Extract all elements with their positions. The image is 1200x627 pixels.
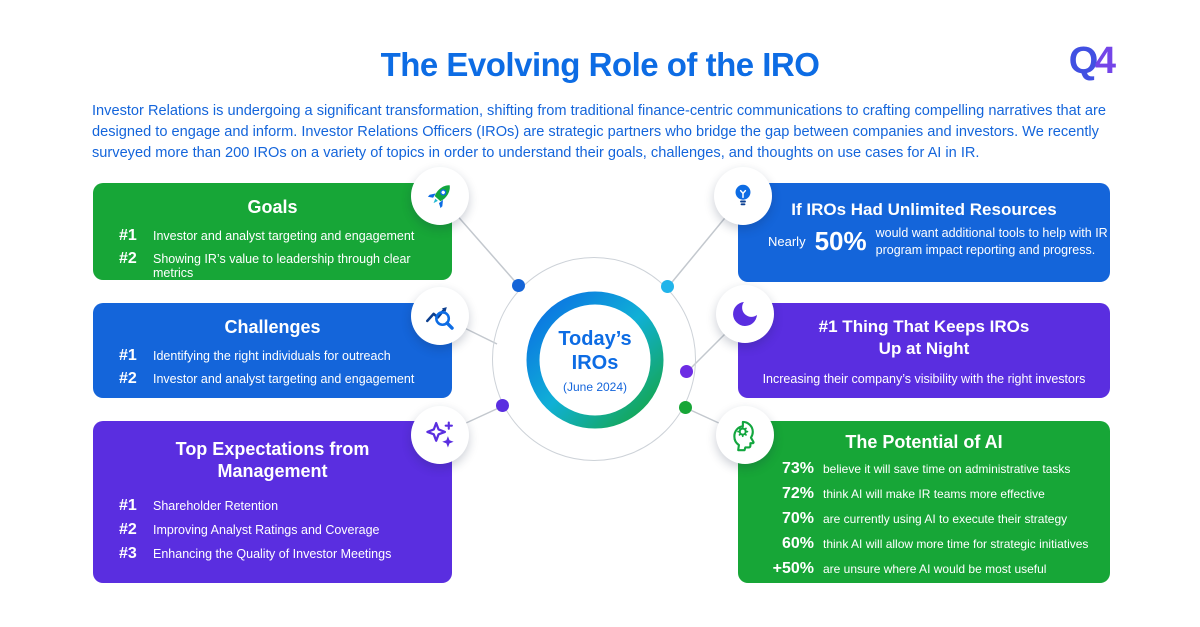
ai-stat-text: are currently using AI to execute their …	[823, 512, 1068, 526]
ai-stat: 72%	[781, 485, 814, 502]
sparkles-icon	[411, 406, 469, 464]
expectations-item: #2 Improving Analyst Ratings and Coverag…	[93, 521, 452, 539]
challenges-item-rank: #1	[119, 347, 137, 364]
expectations-item-text: Shareholder Retention	[153, 498, 279, 513]
goals-title: Goals	[247, 197, 298, 217]
card-expectations: Top Expectations from Management #1 Shar…	[93, 421, 452, 583]
resources-title: If IROs Had Unlimited Resources	[791, 200, 1057, 219]
ai-stat-row: 60% think AI will allow more time for st…	[738, 534, 1110, 554]
ai-stat: 73%	[781, 460, 814, 477]
ai-stat: 60%	[781, 535, 814, 552]
goals-item-text: Showing IR’s value to leadership through…	[153, 252, 411, 280]
ai-stat-text: believe it will save time on administrat…	[823, 462, 1071, 476]
connector-dot-night	[680, 365, 693, 378]
goals-item: #1 Investor and analyst targeting and en…	[93, 227, 452, 245]
goals-item-rank: #1	[119, 227, 137, 244]
connector-dot-ai	[679, 401, 692, 414]
center-label-line2: IROs	[571, 351, 619, 374]
resources-stat-prefix: Nearly	[768, 234, 806, 250]
center-gradient-ring	[526, 291, 664, 429]
moon-icon	[716, 285, 774, 343]
center-label-date: (June 2024)	[562, 379, 628, 394]
center-outer-circle	[492, 257, 696, 461]
resources-stat-text: would want additional tools to help with…	[875, 226, 1108, 257]
night-text: Increasing their company’s visibility wi…	[762, 372, 1086, 387]
expectations-title-line2: Management	[217, 460, 328, 481]
expectations-title-line1: Top Expectations from	[175, 439, 370, 459]
ai-stat-row: 70% are currently using AI to execute th…	[738, 509, 1110, 529]
ai-stat: 70%	[781, 510, 814, 527]
connector-dot-resources	[661, 280, 674, 293]
resources-stat-row: Nearly 50% would want additional tools t…	[738, 225, 1110, 259]
lightbulb-icon	[714, 167, 772, 225]
challenges-title: Challenges	[224, 317, 321, 337]
ai-stat-row: 72% think AI will make IR teams more eff…	[738, 484, 1110, 504]
resources-stat: 50%	[814, 226, 867, 257]
card-goals: Goals #1 Investor and analyst targeting …	[93, 183, 452, 280]
rocket-icon	[411, 167, 469, 225]
chart-magnifier-icon	[411, 287, 469, 345]
ai-stat-text: think AI will make IR teams more effecti…	[823, 487, 1045, 501]
card-challenges: Challenges #1 Identifying the right indi…	[93, 303, 452, 398]
ai-title: The Potential of AI	[845, 432, 1003, 452]
q4-logo-letter-q: Q	[1068, 40, 1098, 82]
ai-head-gear-icon	[716, 406, 774, 464]
goals-item-text: Investor and analyst targeting and engag…	[153, 229, 415, 243]
challenges-item: #2 Investor and analyst targeting and en…	[93, 370, 452, 388]
expectations-item-rank: #3	[119, 544, 137, 562]
center-label-line1: Today’s	[558, 327, 632, 350]
ai-stat-row: +50% are unsure where AI would be most u…	[738, 559, 1110, 579]
center-label: Today’s IROs (June 2024)	[515, 280, 675, 440]
page-title: The Evolving Role of the IRO	[380, 46, 820, 83]
goals-item: #2 Showing IR’s value to leadership thro…	[93, 250, 452, 280]
expectations-item-rank: #2	[119, 520, 137, 538]
challenges-item-text: Investor and analyst targeting and engag…	[153, 372, 415, 386]
q4-logo-letter-4: 4	[1094, 40, 1116, 82]
intro-paragraph: Investor Relations is undergoing a signi…	[92, 103, 1106, 161]
expectations-title: Top Expectations from Management	[93, 439, 452, 483]
night-title-line1: #1 Thing That Keeps IROs	[818, 317, 1030, 336]
ai-stat: +50%	[772, 560, 814, 577]
connector-dot-goals	[512, 279, 525, 292]
expectations-item: #3 Enhancing the Quality of Investor Mee…	[93, 545, 452, 563]
night-title: #1 Thing That Keeps IROs Up at Night	[738, 316, 1110, 360]
expectations-item-rank: #1	[119, 496, 137, 514]
expectations-item-text: Improving Analyst Ratings and Coverage	[153, 522, 380, 537]
q4-logo: Q 4	[1068, 40, 1116, 83]
challenges-item: #1 Identifying the right individuals for…	[93, 347, 452, 365]
night-title-line2: Up at Night	[878, 339, 970, 359]
ai-stat-row: 73% believe it will save time on adminis…	[738, 459, 1110, 479]
challenges-item-rank: #2	[119, 370, 137, 387]
goals-item-rank: #2	[119, 250, 137, 267]
card-ai: The Potential of AI 73% believe it will …	[738, 421, 1110, 583]
expectations-item-text: Enhancing the Quality of Investor Meetin…	[153, 546, 392, 561]
ai-stat-text: are unsure where AI would be most useful	[823, 562, 1047, 576]
ai-stat-text: think AI will allow more time for strate…	[823, 537, 1089, 551]
challenges-item-text: Identifying the right individuals for ou…	[153, 349, 391, 363]
card-night: #1 Thing That Keeps IROs Up at Night Inc…	[738, 303, 1110, 398]
card-resources: If IROs Had Unlimited Resources Nearly 5…	[738, 183, 1110, 282]
connector-dot-expectations	[496, 399, 509, 412]
expectations-item: #1 Shareholder Retention	[93, 497, 452, 515]
